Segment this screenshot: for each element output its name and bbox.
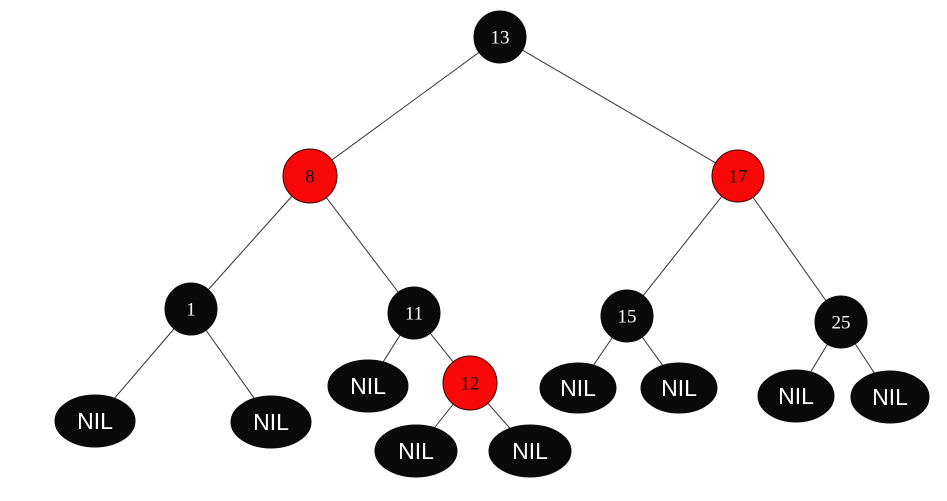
tree-nil-node-nil-1-right: NIL	[230, 395, 312, 449]
tree-node-15: 15	[600, 289, 654, 343]
tree-nil-node-nil-12-left: NIL	[374, 424, 458, 478]
tree-node-17: 17	[711, 149, 765, 203]
tree-edge-13-17	[499, 36, 739, 177]
tree-edge-17-15	[626, 175, 739, 317]
node-label: NIL	[560, 375, 596, 401]
node-label: NIL	[661, 375, 697, 401]
node-label: 1	[186, 300, 196, 321]
tree-node-1: 1	[164, 282, 218, 336]
node-label: 12	[461, 374, 480, 395]
tree-edge-17-25	[737, 175, 842, 323]
node-label: 11	[405, 304, 423, 325]
black-node-shape	[327, 359, 409, 413]
node-label: 8	[305, 167, 315, 188]
black-node-shape	[850, 370, 930, 424]
tree-node-25: 25	[814, 295, 868, 349]
black-node-shape	[374, 424, 458, 478]
black-node-shape	[600, 289, 654, 343]
black-node-shape	[387, 286, 441, 340]
black-node-shape	[539, 362, 617, 414]
node-label: 17	[729, 167, 748, 188]
node-label: 13	[491, 28, 510, 49]
node-label: NIL	[872, 384, 908, 410]
node-label: NIL	[253, 409, 289, 435]
tree-node-11: 11	[387, 286, 441, 340]
black-node-shape	[488, 424, 572, 478]
red-node-shape	[282, 148, 338, 204]
red-node-shape	[442, 355, 498, 411]
tree-edge-13-8	[309, 36, 501, 177]
tree-nil-node-nil-25-left: NIL	[757, 369, 835, 423]
tree-nil-node-nil-1-left: NIL	[54, 394, 136, 448]
tree-nil-node-nil-15-right: NIL	[640, 362, 718, 414]
tree-edge-8-1	[190, 175, 311, 310]
black-node-shape	[757, 369, 835, 423]
node-label: NIL	[778, 383, 814, 409]
node-label: NIL	[350, 373, 386, 399]
red-node-shape	[711, 149, 765, 203]
node-label: NIL	[398, 438, 434, 464]
tree-nil-node-nil-15-left: NIL	[539, 362, 617, 414]
node-label: NIL	[512, 438, 548, 464]
black-node-shape	[473, 10, 527, 64]
tree-nil-node-nil-11-left: NIL	[327, 359, 409, 413]
tree-node-13: 13	[473, 10, 527, 64]
black-node-shape	[640, 362, 718, 414]
black-node-shape	[814, 295, 868, 349]
node-label: 25	[832, 313, 851, 334]
black-node-shape	[54, 394, 136, 448]
tree-edge-8-11	[309, 175, 415, 314]
tree-nil-node-nil-12-right: NIL	[488, 424, 572, 478]
black-node-shape	[164, 282, 218, 336]
tree-node-8: 8	[282, 148, 338, 204]
tree-nil-node-nil-25-right: NIL	[850, 370, 930, 424]
node-label: 15	[618, 307, 637, 328]
node-label: NIL	[77, 408, 113, 434]
tree-node-12: 12	[442, 355, 498, 411]
black-node-shape	[230, 395, 312, 449]
